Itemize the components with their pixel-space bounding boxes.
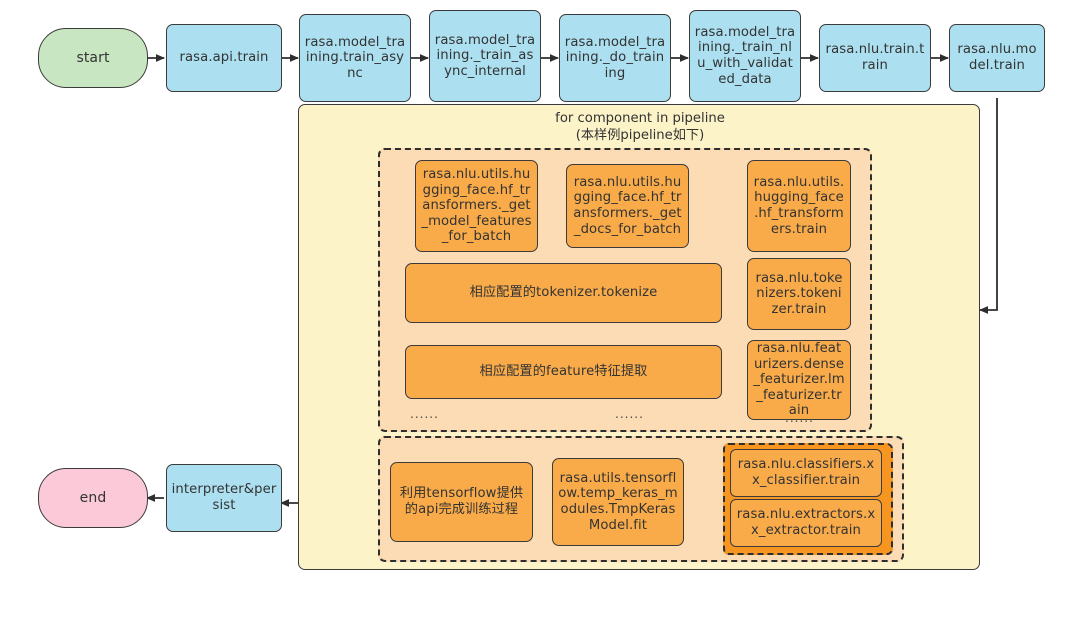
loop-label: for component in pipeline (本样例pipeline如下… xyxy=(460,110,820,144)
node-tmp-keras-model-fit[interactable]: rasa.utils.tensorflow.temp_keras_modules… xyxy=(552,458,684,546)
node-train-async[interactable]: rasa.model_training.train_async xyxy=(299,14,411,102)
node-end[interactable]: end xyxy=(38,468,148,528)
node-nlu-model-train[interactable]: rasa.nlu.model.train xyxy=(949,24,1045,92)
node-interpreter-persist[interactable]: interpreter&persist xyxy=(166,464,282,532)
node-nlu-train-train[interactable]: rasa.nlu.train.train xyxy=(819,24,931,92)
node-hf-transformers-train[interactable]: rasa.nlu.utils.hugging_face.hf_transform… xyxy=(747,160,851,252)
node-rasa-api-train[interactable]: rasa.api.train xyxy=(166,24,282,92)
node-train-async-internal[interactable]: rasa.model_training._train_async_interna… xyxy=(429,10,541,102)
node-xx-extractor-train[interactable]: rasa.nlu.extractors.xx_extractor.train xyxy=(730,499,882,547)
ellipsis-center: ...... xyxy=(615,407,644,421)
node-xx-classifier-train[interactable]: rasa.nlu.classifiers.xx_classifier.train xyxy=(730,449,882,497)
node-do-training[interactable]: rasa.model_training._do_training xyxy=(559,14,671,102)
node-train-nlu-with-validated-data[interactable]: rasa.model_training._train_nlu_with_vali… xyxy=(689,10,801,102)
node-tokenizer-tokenize[interactable]: 相应配置的tokenizer.tokenize xyxy=(405,263,722,323)
ellipsis-left: ...... xyxy=(410,407,439,421)
loop-label-line2: (本样例pipeline如下) xyxy=(575,128,705,144)
node-nlu-tokenizers-tokenizer-train[interactable]: rasa.nlu.tokenizers.tokenizer.train xyxy=(747,258,851,330)
node-feature-extraction[interactable]: 相应配置的feature特征提取 xyxy=(405,345,722,399)
node-tensorflow-api-training[interactable]: 利用tensorflow提供的api完成训练过程 xyxy=(390,462,533,542)
loop-label-line1: for component in pipeline xyxy=(555,111,725,126)
node-hf-get-model-features-for-batch[interactable]: rasa.nlu.utils.hugging_face.hf_transform… xyxy=(415,160,538,252)
node-hf-get-docs-for-batch[interactable]: rasa.nlu.utils.hugging_face.hf_transform… xyxy=(566,164,689,248)
node-lm-featurizer-train[interactable]: rasa.nlu.featurizers.dense_featurizer.lm… xyxy=(747,340,851,420)
node-start[interactable]: start xyxy=(38,28,148,88)
